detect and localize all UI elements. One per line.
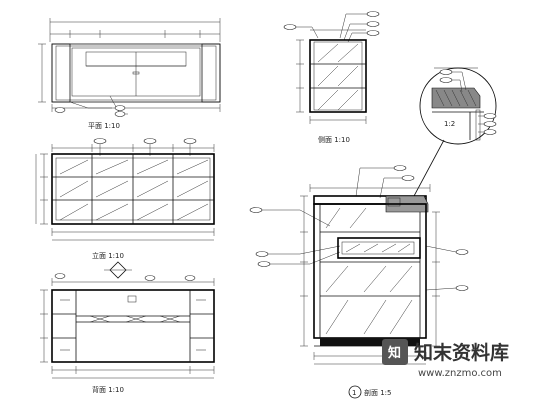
- detail-view: 1:2: [413, 67, 497, 197]
- side-elevation-caption: 侧面 1:10: [318, 135, 350, 144]
- detail-scale-label: 1:2: [444, 120, 455, 128]
- watermark-name: 知末资料库: [414, 341, 509, 364]
- plan-view-caption: 平面 1:10: [88, 122, 120, 130]
- plan-view: 平面 1:10: [38, 18, 221, 130]
- rear-elevation: 背面 1:10: [40, 261, 215, 394]
- section-marker-number: 1: [352, 389, 356, 397]
- section-view: 1 剖面 1:5: [249, 165, 469, 399]
- front-elevation-caption: 立面 1:10: [92, 251, 124, 260]
- watermark-logo-glyph: 知: [388, 345, 401, 361]
- front-elevation: 立面 1:10: [35, 138, 215, 260]
- watermark-logo: [382, 339, 408, 365]
- section-view-caption: 剖面 1:5: [364, 388, 392, 397]
- watermark: 知 知末资料库 www.znzmo.com: [382, 339, 509, 379]
- watermark-url: www.znzmo.com: [418, 368, 502, 379]
- rear-elevation-caption: 背面 1:10: [92, 385, 124, 394]
- side-elevation: 侧面 1:10: [283, 11, 380, 144]
